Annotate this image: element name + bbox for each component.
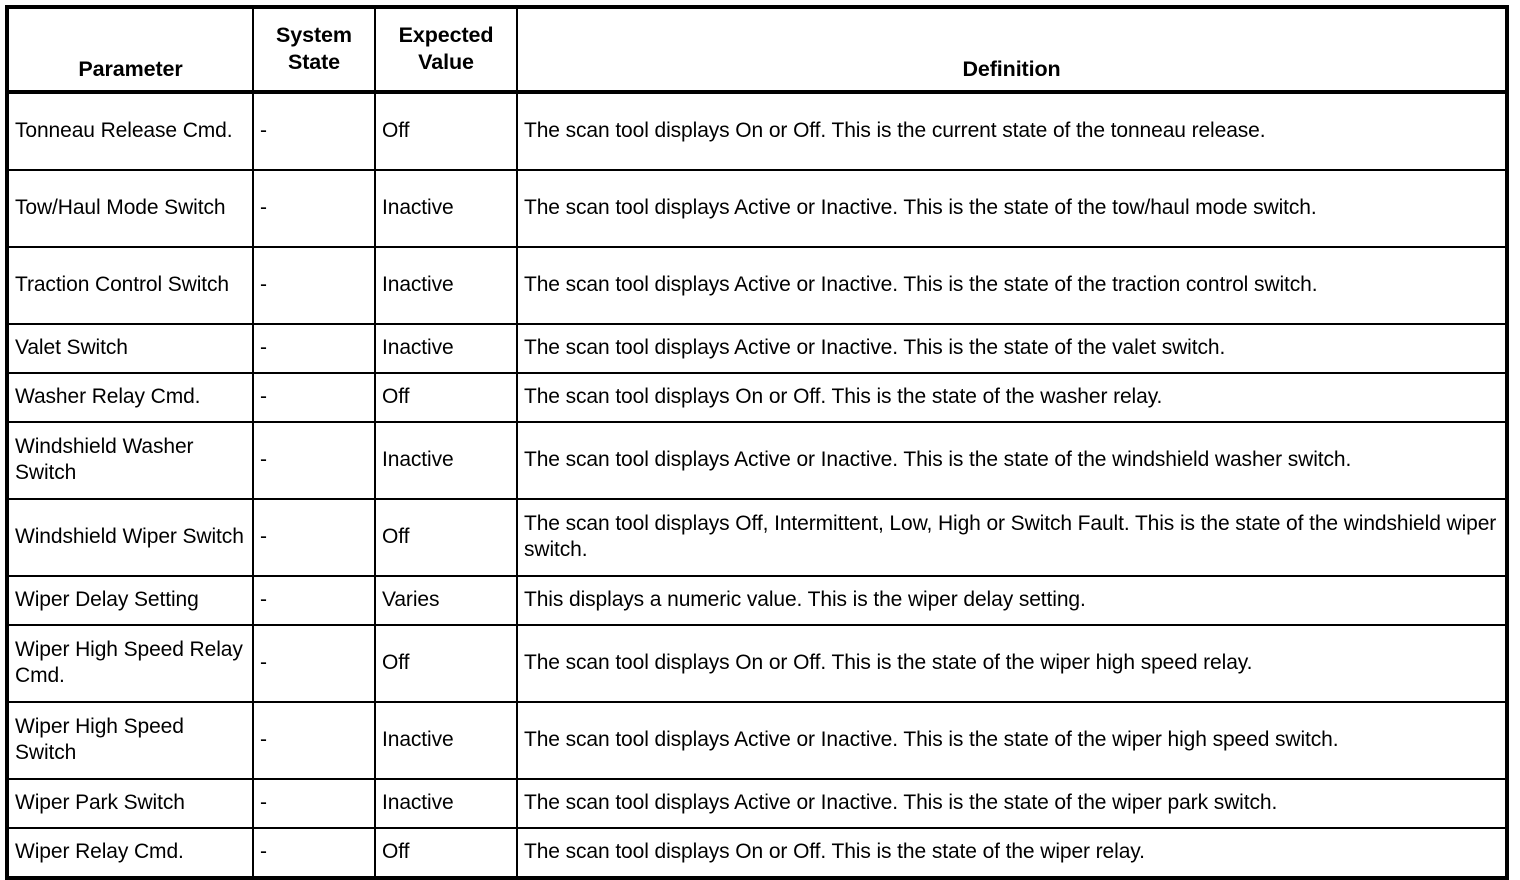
cell-parameter: Windshield Washer Switch xyxy=(6,421,254,500)
cell-parameter: Washer Relay Cmd. xyxy=(6,372,254,423)
cell-parameter: Traction Control Switch xyxy=(6,246,254,325)
cell-parameter: Wiper High Speed Switch xyxy=(6,701,254,780)
cell-parameter: Wiper High Speed Relay Cmd. xyxy=(6,624,254,703)
cell-definition: This displays a numeric value. This is t… xyxy=(516,575,1508,626)
cell-definition: The scan tool displays On or Off. This i… xyxy=(516,372,1508,423)
cell-expected-value: Off xyxy=(374,91,518,171)
cell-expected-value: Inactive xyxy=(374,246,518,325)
cell-system-state: - xyxy=(252,91,376,171)
cell-parameter: Wiper Relay Cmd. xyxy=(6,827,254,879)
column-header-system-state: System State xyxy=(252,6,376,94)
column-header-definition: Definition xyxy=(516,6,1508,94)
cell-definition: The scan tool displays Active or Inactiv… xyxy=(516,169,1508,248)
cell-definition: The scan tool displays Off, Intermittent… xyxy=(516,498,1508,577)
cell-definition: The scan tool displays Active or Inactiv… xyxy=(516,421,1508,500)
cell-system-state: - xyxy=(252,246,376,325)
cell-parameter: Tow/Haul Mode Switch xyxy=(6,169,254,248)
cell-definition: The scan tool displays On or Off. This i… xyxy=(516,624,1508,703)
cell-system-state: - xyxy=(252,169,376,248)
cell-expected-value: Off xyxy=(374,624,518,703)
column-header-expected-value-line1: Expected xyxy=(398,23,494,48)
cell-system-state: - xyxy=(252,701,376,780)
column-header-expected-value: Expected Value xyxy=(374,6,518,94)
cell-expected-value: Inactive xyxy=(374,323,518,374)
cell-definition: The scan tool displays On or Off. This i… xyxy=(516,827,1508,879)
cell-expected-value: Varies xyxy=(374,575,518,626)
cell-definition: The scan tool displays Active or Inactiv… xyxy=(516,701,1508,780)
document-page: Parameter System State Expected Value De… xyxy=(5,5,1509,880)
cell-system-state: - xyxy=(252,624,376,703)
cell-system-state: - xyxy=(252,498,376,577)
scan-tool-parameter-table: Parameter System State Expected Value De… xyxy=(5,5,1509,880)
cell-system-state: - xyxy=(252,827,376,879)
table-header: Parameter System State Expected Value De… xyxy=(6,6,1508,94)
table-header-row: Parameter System State Expected Value De… xyxy=(6,6,1508,94)
cell-definition: The scan tool displays Active or Inactiv… xyxy=(516,323,1508,374)
cell-system-state: - xyxy=(252,372,376,423)
cell-system-state: - xyxy=(252,575,376,626)
cell-expected-value: Off xyxy=(374,827,518,879)
column-header-expected-value-line2: Value xyxy=(418,50,474,74)
cell-system-state: - xyxy=(252,421,376,500)
cell-parameter: Tonneau Release Cmd. xyxy=(6,91,254,171)
column-header-parameter: Parameter xyxy=(6,6,254,94)
cell-expected-value: Off xyxy=(374,498,518,577)
cell-parameter: Valet Switch xyxy=(6,323,254,374)
cell-parameter: Wiper Delay Setting xyxy=(6,575,254,626)
cell-definition: The scan tool displays Active or Inactiv… xyxy=(516,246,1508,325)
cell-expected-value: Inactive xyxy=(374,169,518,248)
cell-expected-value: Off xyxy=(374,372,518,423)
cell-expected-value: Inactive xyxy=(374,701,518,780)
cell-expected-value: Inactive xyxy=(374,421,518,500)
cell-parameter: Windshield Wiper Switch xyxy=(6,498,254,577)
cell-system-state: - xyxy=(252,323,376,374)
cell-definition: The scan tool displays On or Off. This i… xyxy=(516,91,1508,171)
column-header-system-state-line1: System xyxy=(276,23,352,48)
column-header-system-state-line2: State xyxy=(287,50,341,74)
